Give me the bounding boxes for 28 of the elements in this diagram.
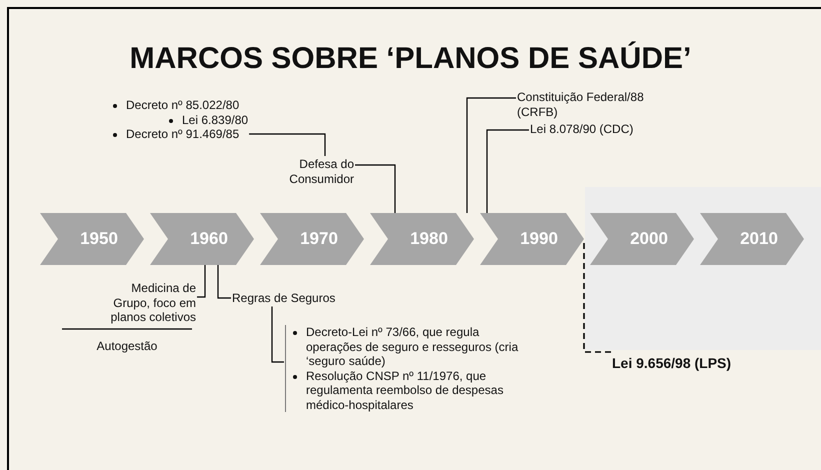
list-item: Decreto-Lei nº 73/66, que regula operações de seguro e resseguros (cria ‘seguro saúde) — [306, 325, 518, 368]
annotation-text: Medicina de Grupo, foco em planos coletivos — [92, 281, 196, 324]
timeline-period-band: 1970 — [260, 213, 364, 265]
list-item: Lei 6.839/80 — [182, 112, 248, 126]
title: MARCOS SOBRE ‘PLANOS DE SAÚDE’ — [128, 42, 692, 76]
list-item: Decreto nº 85.022/80 — [126, 98, 240, 112]
list-item: Decreto nº 91.469/85 — [126, 127, 240, 141]
leader-line — [355, 164, 396, 213]
timeline-period-band: 1960 — [150, 213, 254, 265]
timeline-period-band: 1980 — [370, 213, 474, 265]
leader-line — [249, 133, 326, 156]
timeline-period-band: 1950 — [40, 213, 144, 265]
leader-line — [583, 240, 611, 353]
timeline-period-band: 2000 — [590, 213, 694, 265]
leader-line — [486, 129, 529, 213]
leader-line — [271, 306, 284, 363]
leader-line — [197, 265, 206, 298]
leader-line — [466, 97, 516, 213]
category-label: Autogestão — [96, 339, 158, 354]
annotation-text: Lei 8.078/90 (CDC) — [530, 122, 670, 136]
annotation-text: Regras de Seguros — [232, 291, 372, 306]
annotation-text: Defesa do Consumidor — [262, 157, 354, 186]
timeline-period-band: 1990 — [480, 213, 584, 265]
list-item: Resolução CNSP nº 11/1976, que regulamenta reembolso de despesas médico-hospitalares — [306, 368, 504, 412]
annotation-text: Lei 9.656/98 (LPS) — [612, 356, 782, 370]
annotation-text: Constituição Federal/88 (CRFB) — [517, 90, 677, 119]
leader-line — [217, 265, 231, 299]
timeline-period-band: 2010 — [700, 213, 804, 265]
